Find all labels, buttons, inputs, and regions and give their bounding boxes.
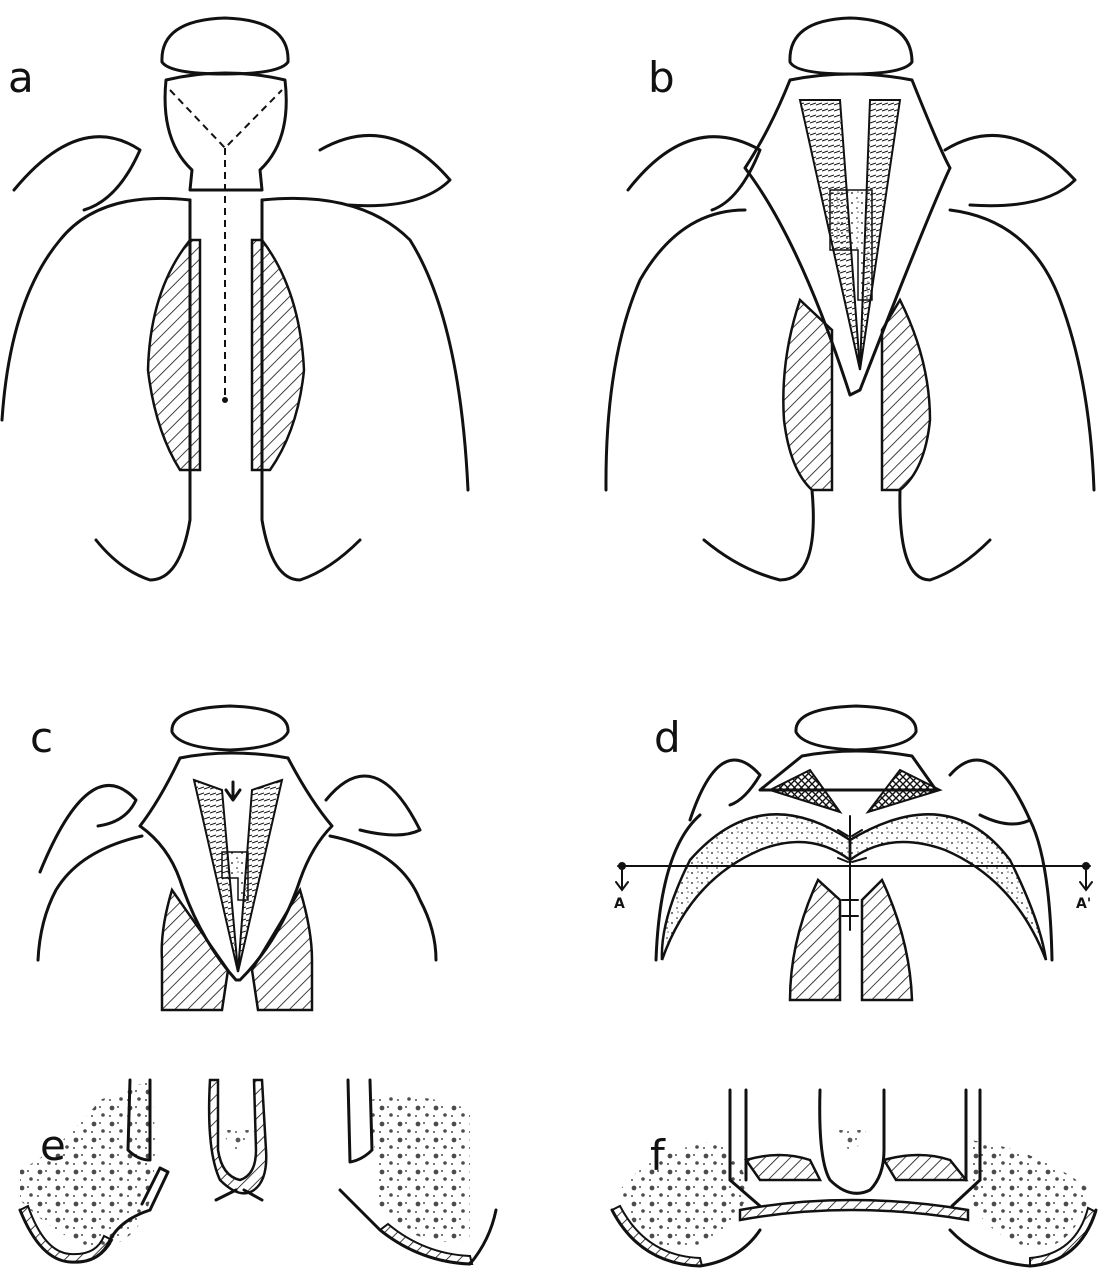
- left-muscle-c: [162, 890, 228, 1010]
- right-outer-c: [330, 836, 436, 960]
- right-lower-b: [900, 490, 990, 580]
- panel-label-c: c: [30, 713, 53, 762]
- right-muscle-a: [252, 240, 304, 470]
- left-muscle-a: [148, 240, 200, 470]
- left-ear-b: [628, 137, 760, 210]
- left-ear-flap: [14, 137, 140, 210]
- section-arrow-right-icon: [1080, 870, 1092, 890]
- head-c: [172, 706, 288, 750]
- left-ear-d: [690, 760, 760, 820]
- right-outer-b: [950, 210, 1094, 490]
- left-tissue-dots-e: [20, 1080, 155, 1250]
- section-label-right: A': [1076, 896, 1091, 912]
- arrow-down-icon: [226, 782, 240, 800]
- panel-d: d A A': [614, 706, 1092, 1000]
- panel-label-a: a: [8, 53, 34, 102]
- panel-c: c: [30, 706, 436, 1010]
- left-outer-b: [606, 210, 745, 490]
- left-outer-c: [38, 836, 142, 960]
- left-muscle-b: [783, 300, 832, 490]
- panel-f: f: [612, 1090, 1096, 1266]
- section-label-left: A: [614, 896, 625, 912]
- left-bridge-f: [746, 1155, 820, 1180]
- panel-label-d: d: [654, 713, 681, 762]
- panel-e: e: [20, 1080, 496, 1264]
- right-muscle-b: [882, 300, 930, 490]
- right-ear-b: [945, 135, 1075, 205]
- right-tissue-dots-e: [370, 1097, 470, 1242]
- section-arrow-left-icon: [616, 870, 628, 890]
- right-stem-e: [348, 1080, 372, 1162]
- right-ear-d: [950, 760, 1030, 824]
- right-muscle-c: [252, 890, 312, 1010]
- right-tissue-dots-f: [970, 1140, 1090, 1250]
- head-d: [796, 706, 916, 750]
- right-ear-c: [326, 776, 420, 835]
- panel-label-b: b: [648, 53, 675, 102]
- left-muscle-d: [790, 880, 840, 1000]
- floor-flap-f: [740, 1200, 968, 1220]
- right-muscle-d: [862, 880, 912, 1000]
- right-ear-flap: [320, 135, 450, 205]
- panel-b: b: [606, 18, 1094, 580]
- left-lower-b: [704, 490, 813, 580]
- head-b: [790, 18, 912, 74]
- panel-a: a: [2, 18, 468, 580]
- right-bridge-f: [884, 1155, 966, 1180]
